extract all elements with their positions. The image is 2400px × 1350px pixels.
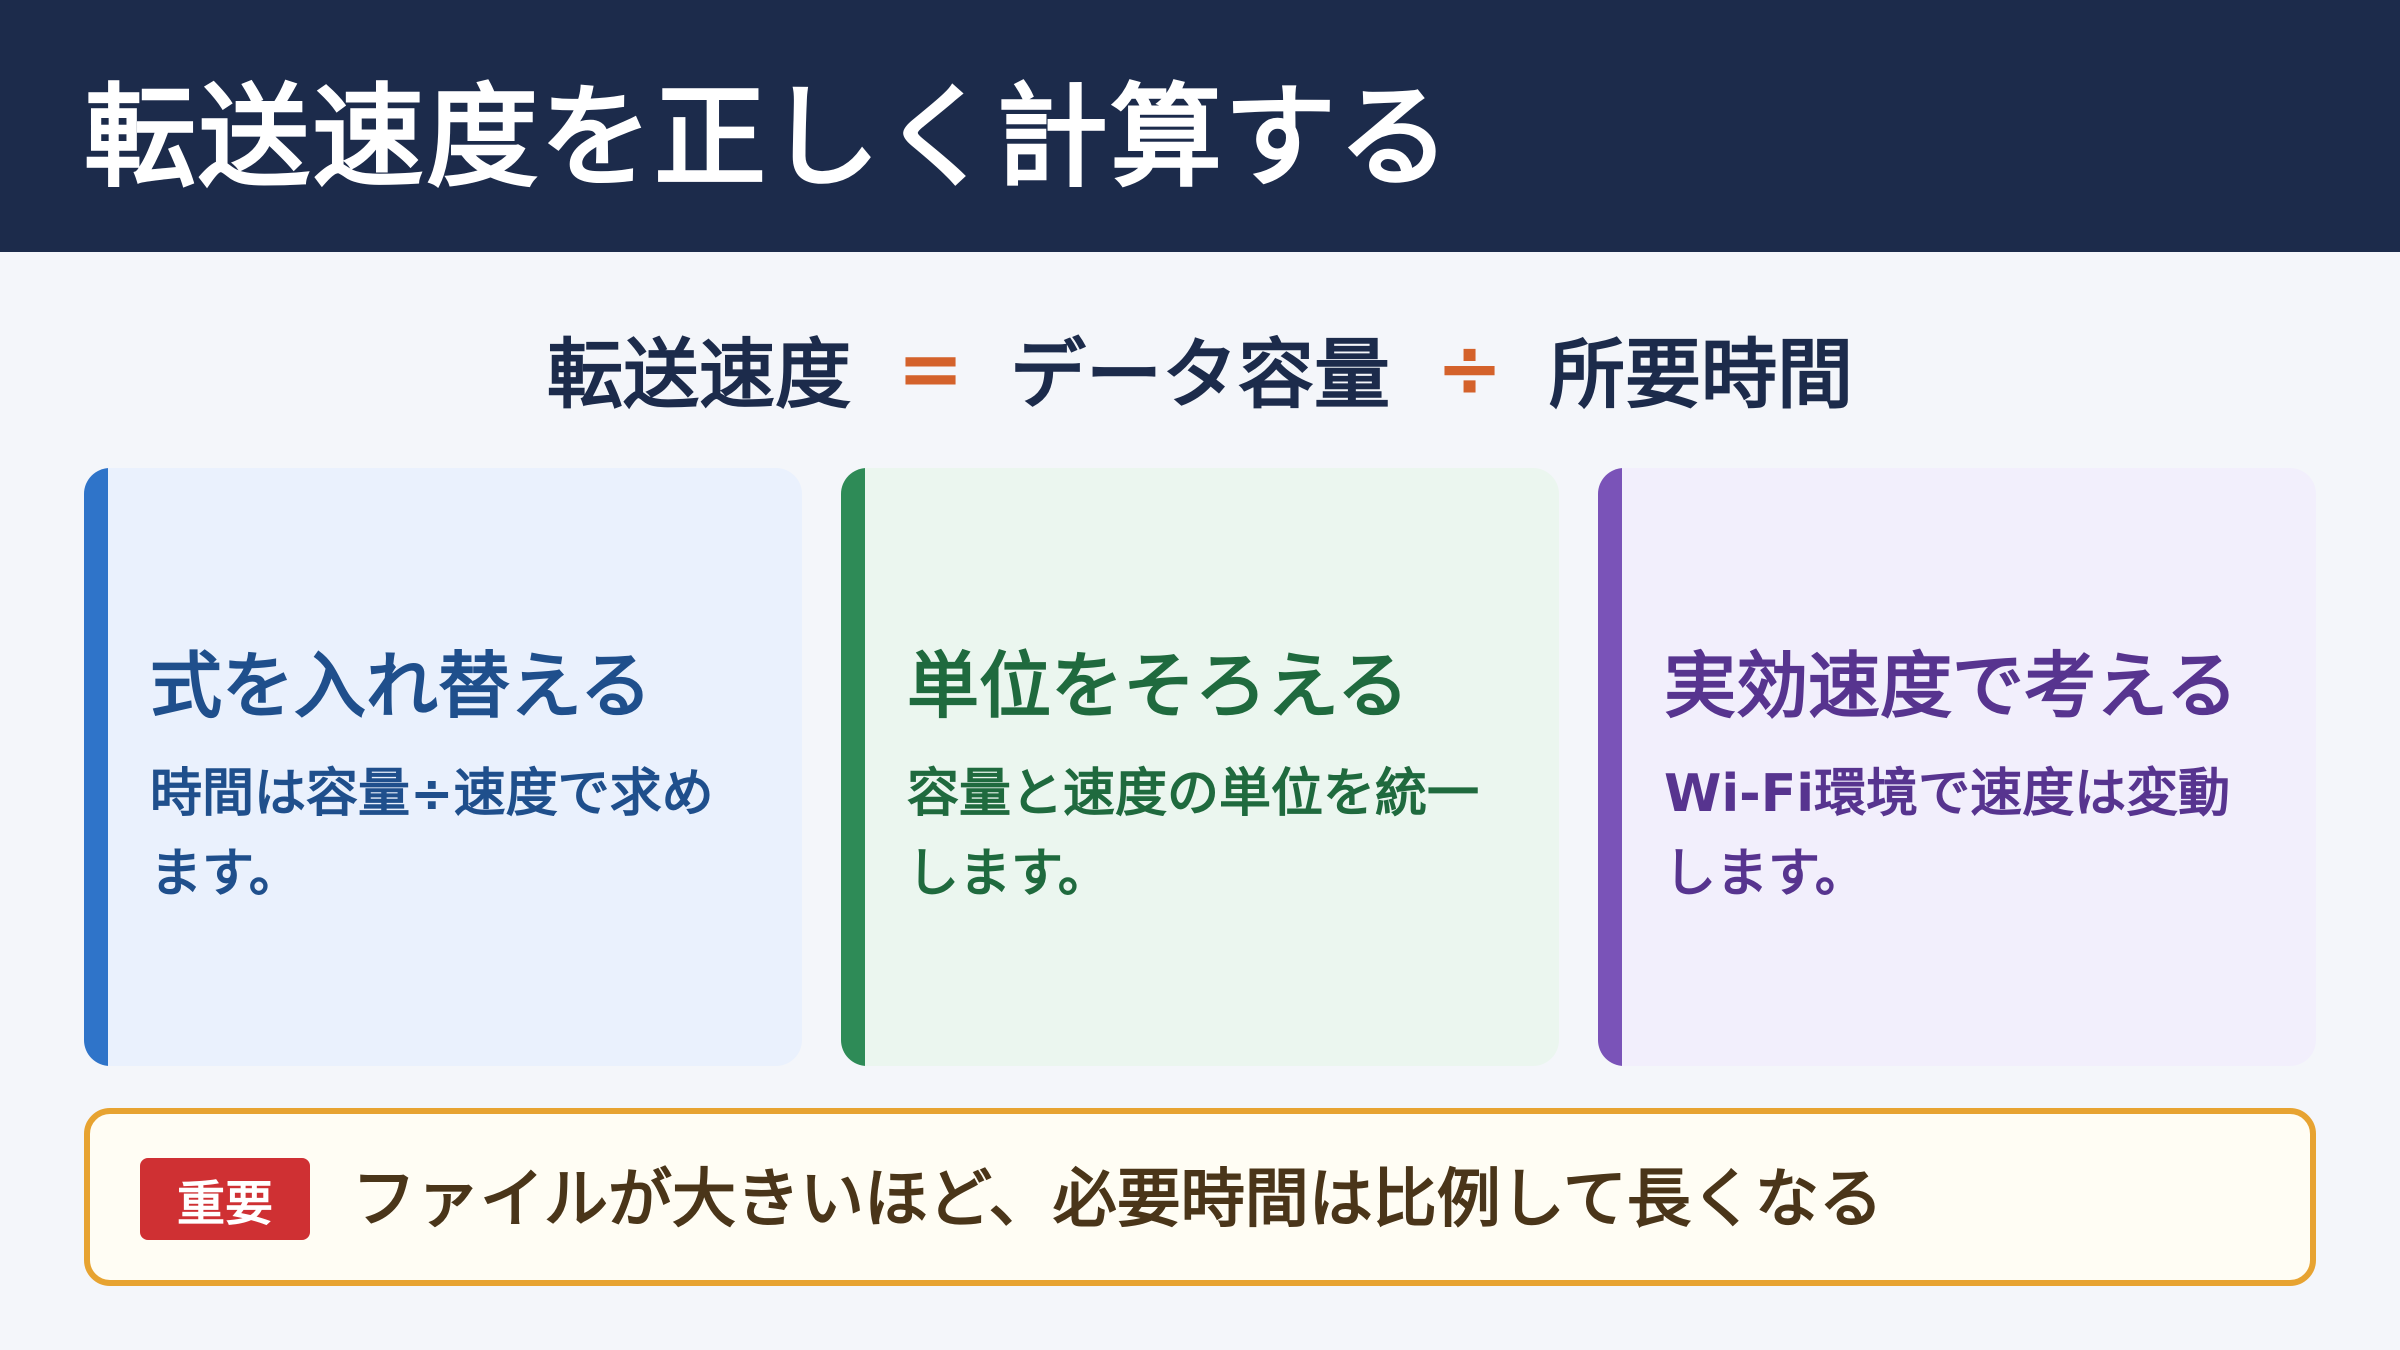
formula-denominator: 所要時間: [1549, 330, 1854, 419]
page-title: 転送速度を正しく計算する: [84, 73, 1452, 203]
card-title: 実効速度で考える: [1664, 644, 2238, 728]
card-text: Wi-Fi環境で速度は変動します。: [1664, 764, 2231, 904]
important-badge: 重要: [140, 1158, 310, 1240]
card-title: 式を入れ替える: [150, 644, 652, 728]
card-text: 容量と速度の単位を統一します。: [907, 764, 1480, 904]
card-text: 時間は容量÷速度で求めます。: [150, 764, 714, 904]
card-unify-units: 単位をそろえる 容量と速度の単位を統一します。: [841, 468, 1559, 1066]
equals-sign: =: [896, 321, 964, 415]
card-accent-stripe: [1598, 468, 1622, 1066]
card-accent-stripe: [841, 468, 865, 1066]
header-bar: 転送速度を正しく計算する: [0, 0, 2400, 252]
formula: 転送速度 = データ容量 ÷ 所要時間: [0, 318, 2400, 420]
card-effective-speed: 実効速度で考える Wi-Fi環境で速度は変動します。: [1598, 468, 2316, 1066]
card-title: 単位をそろえる: [907, 644, 1409, 728]
note-text: ファイルが大きいほど、必要時間は比例して長くなる: [352, 1163, 1883, 1237]
card-accent-stripe: [84, 468, 108, 1066]
card-rearrange-formula: 式を入れ替える 時間は容量÷速度で求めます。: [84, 468, 802, 1066]
formula-numerator: データ容量: [1010, 330, 1390, 419]
formula-result: 転送速度: [546, 330, 851, 419]
important-note: 重要 ファイルが大きいほど、必要時間は比例して長くなる: [84, 1108, 2316, 1286]
divide-sign: ÷: [1436, 321, 1504, 415]
